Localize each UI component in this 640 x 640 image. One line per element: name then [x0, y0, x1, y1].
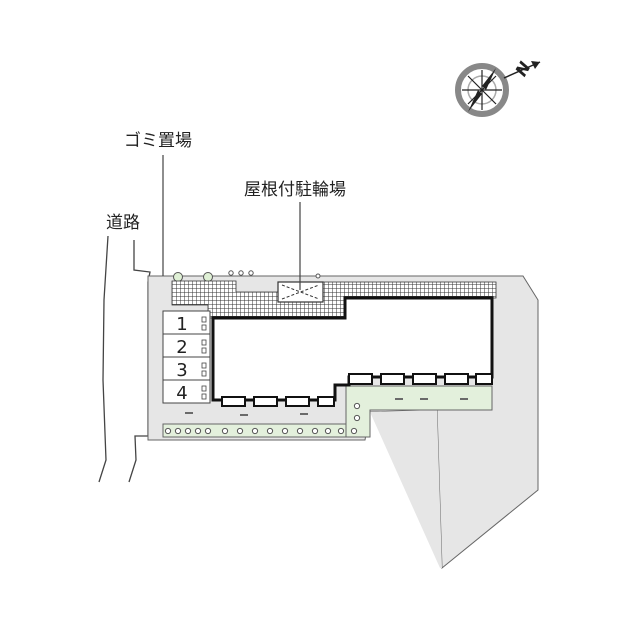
road-edge-right — [128, 240, 151, 483]
bush-row — [164, 270, 361, 435]
road-edge-left — [98, 235, 109, 483]
parking-space — [162, 379, 211, 404]
grass-tufts — [185, 398, 468, 416]
green-strip-right — [345, 385, 493, 438]
lot-notch — [370, 410, 442, 568]
bike-parking-cross — [281, 284, 320, 300]
balconies — [221, 373, 493, 407]
garbage-label: ゴミ置場 — [124, 130, 192, 151]
compass-icon: N — [455, 58, 541, 117]
bike-parking-label: 屋根付駐輪場 — [244, 180, 346, 200]
parking-space-number: 4 — [176, 383, 187, 404]
parking-space-number: 3 — [176, 360, 187, 381]
road-label: 道路 — [106, 213, 140, 233]
hatched-paving — [171, 280, 497, 319]
parking-area: 1 2 3 4 — [162, 310, 211, 404]
parking-space-number: 2 — [176, 337, 187, 358]
parking-space-number: 1 — [176, 314, 187, 335]
